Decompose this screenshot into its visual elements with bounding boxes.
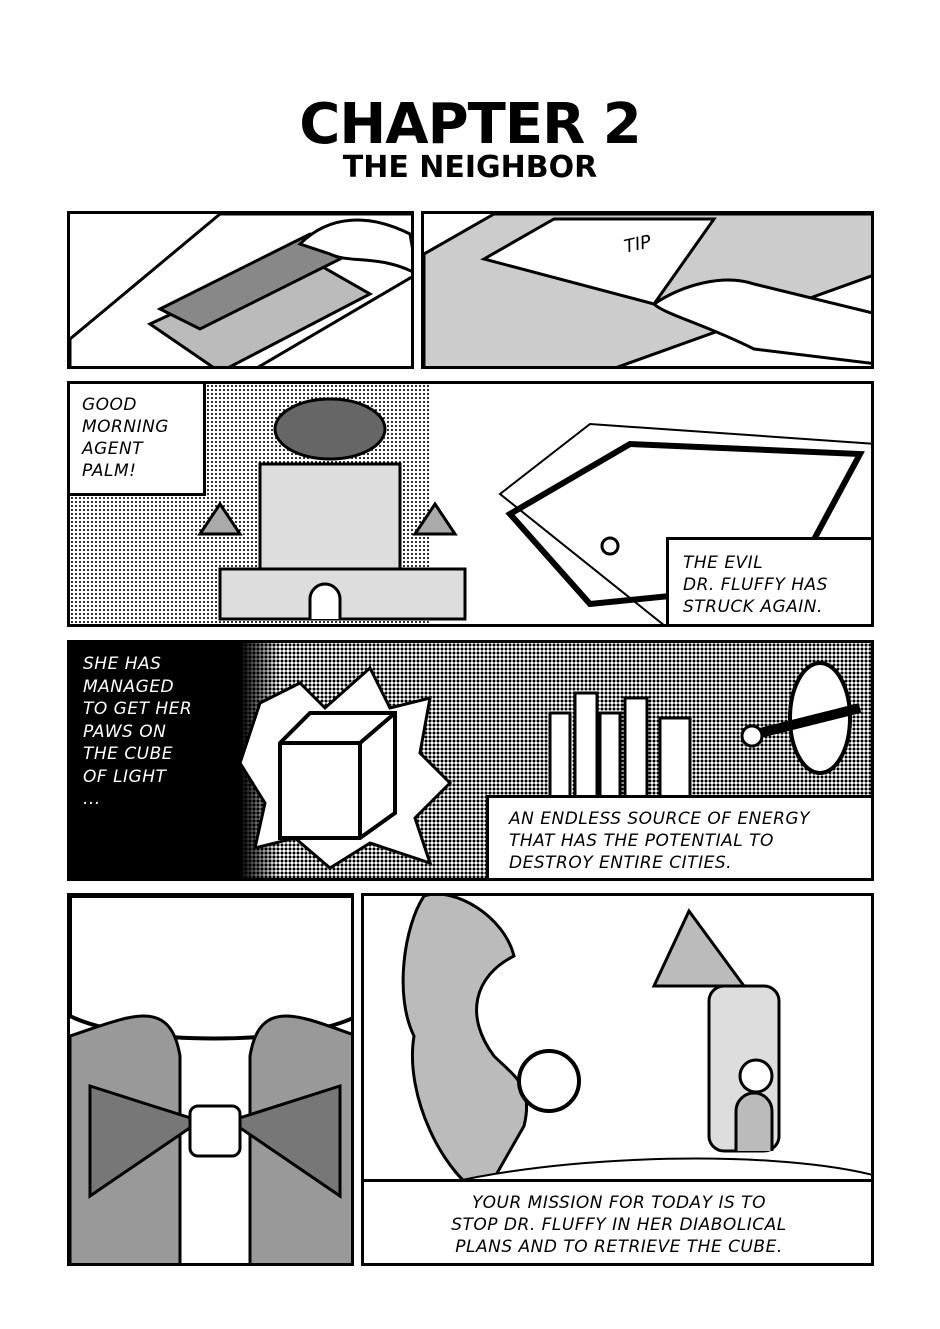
- panel-4-cube-of-light: SHE HAS MANAGED TO GET HER PAWS ON THE C…: [67, 640, 874, 881]
- agent-illustration: [70, 896, 351, 1263]
- device-illustration: [70, 214, 411, 366]
- panel-2-finger-tap: TIP: [421, 211, 874, 369]
- panel-1-hand-on-device: [67, 211, 414, 369]
- caption-cube-of-light: SHE HAS MANAGED TO GET HER PAWS ON THE C…: [83, 654, 193, 809]
- panel-3-castle-and-maze: GOOD MORNING AGENT PALM! THE EVIL DR. FL…: [67, 381, 874, 627]
- chapter-title: CHAPTER 2: [299, 92, 641, 157]
- caption-good-morning: GOOD MORNING AGENT PALM!: [70, 384, 206, 496]
- caption-evil-dr-fluffy: THE EVIL DR. FLUFFY HAS STRUCK AGAIN.: [666, 537, 871, 624]
- tower-illustration: [401, 896, 871, 1198]
- panel-6-mission: YOUR MISSION FOR TODAY IS TO STOP DR. FL…: [361, 893, 874, 1266]
- caption-mission: YOUR MISSION FOR TODAY IS TO STOP DR. FL…: [364, 1179, 871, 1263]
- tablet-illustration: [424, 214, 871, 366]
- caption-endless-energy: AN ENDLESS SOURCE OF ENERGY THAT HAS THE…: [486, 795, 871, 878]
- panel-5-agent-bow: [67, 893, 354, 1266]
- chapter-subtitle: THE NEIGHBOR: [342, 150, 598, 185]
